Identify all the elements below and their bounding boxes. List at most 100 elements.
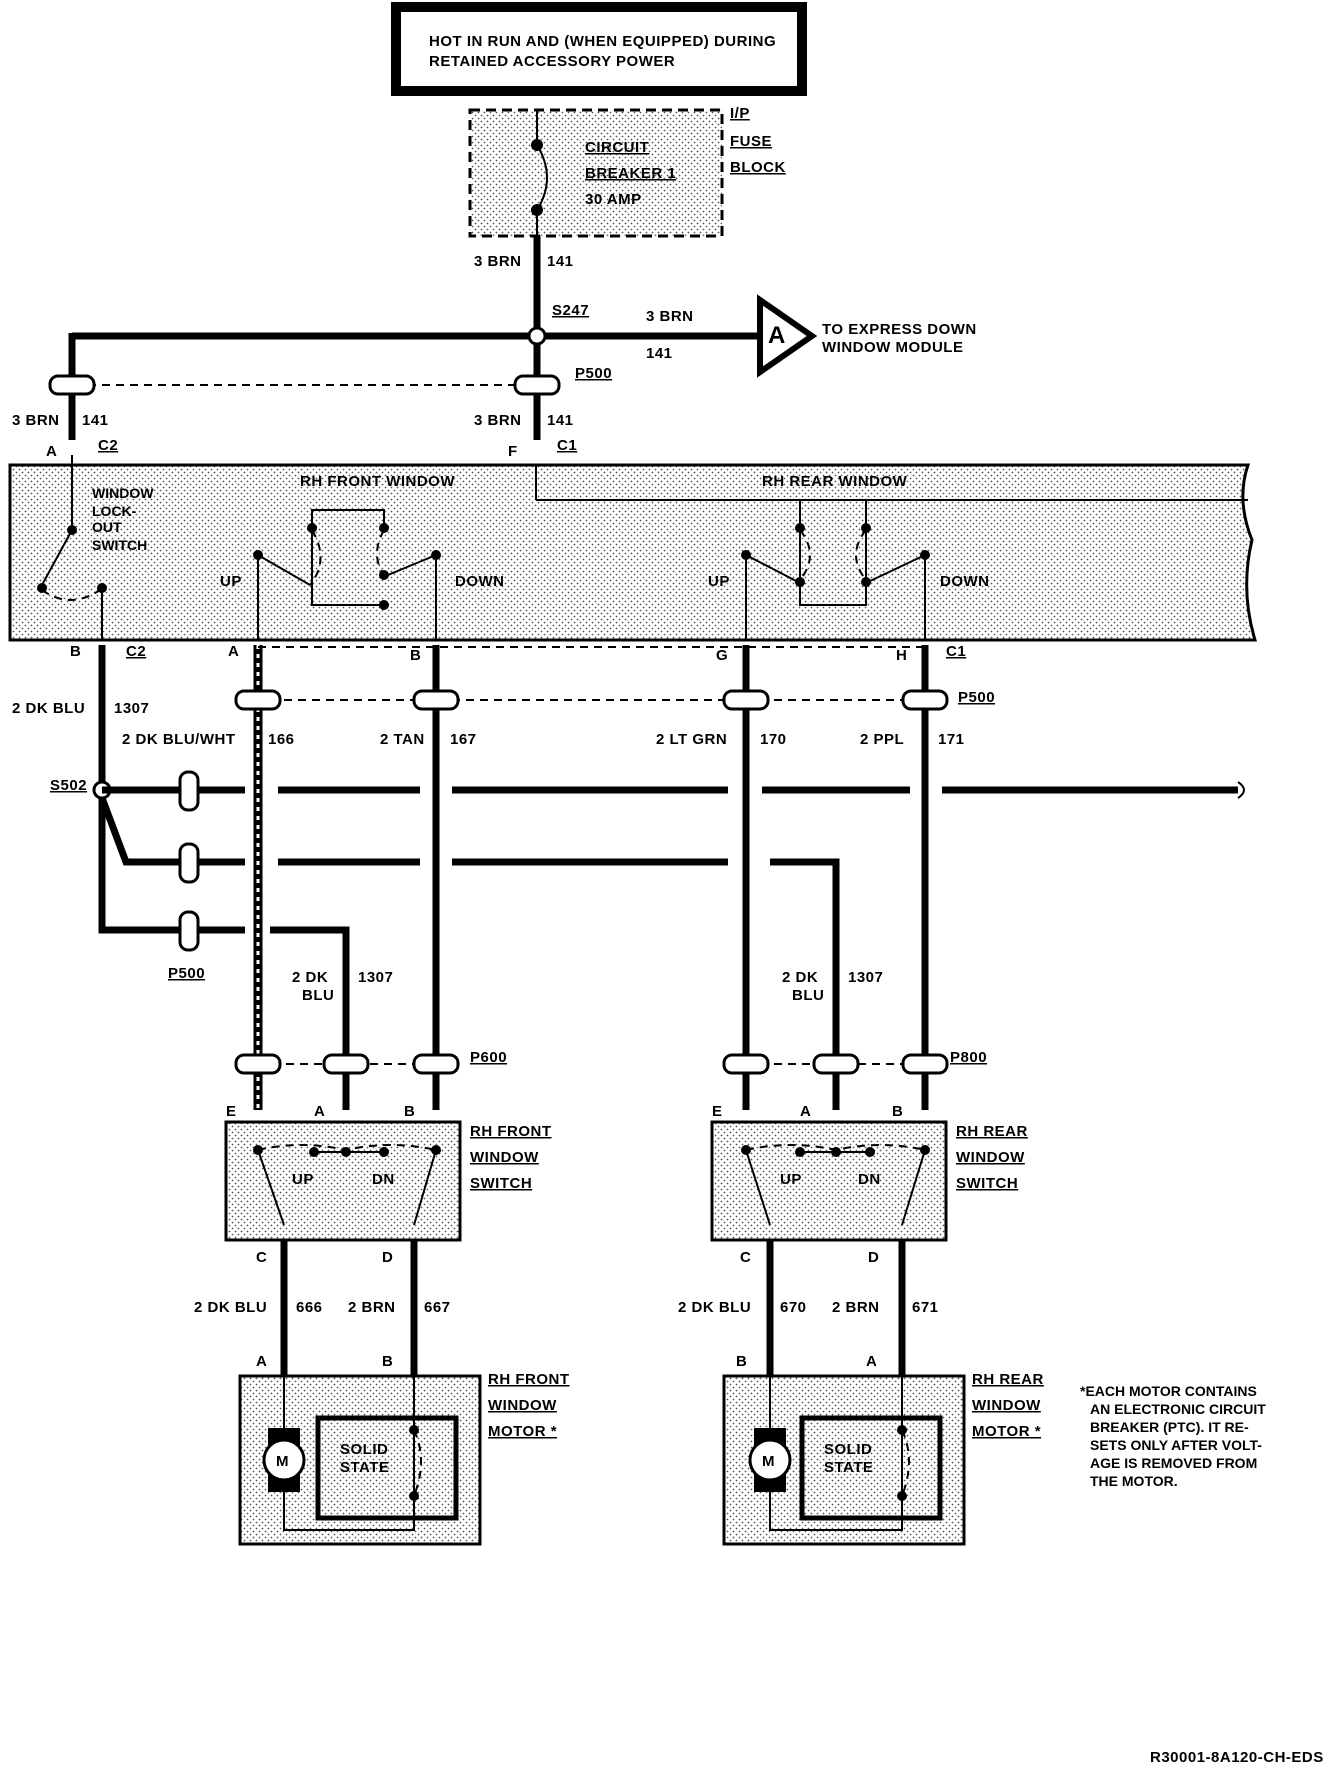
pin-c-front: C	[256, 1249, 267, 1266]
wire-label-1307-rear: 1307	[848, 969, 883, 986]
pin-b-front-motor: B	[382, 1353, 393, 1370]
wire-label-2brn-671: 2 BRN	[832, 1299, 880, 1316]
wire-label-1307-front: 1307	[358, 969, 393, 986]
rear-switch-up: UP	[780, 1171, 802, 1188]
splice-s502-label: S502	[50, 777, 87, 794]
rear-switch-label3: SWITCH	[956, 1175, 1018, 1192]
note-line5: AGE IS REMOVED FROM	[1090, 1455, 1257, 1471]
pin-b-rear: B	[892, 1103, 903, 1120]
wire-label-blu-front: BLU	[302, 987, 334, 1004]
rear-motor-label3: MOTOR *	[972, 1423, 1041, 1440]
connector-p500-top-right	[513, 374, 561, 396]
wire-label-166: 166	[268, 731, 295, 748]
wire-label-3brn-top: 3 BRN	[474, 253, 522, 270]
pin-f-c1: F	[508, 443, 518, 460]
c1-top-label: C1	[557, 437, 577, 454]
note-line1: *EACH MOTOR CONTAINS	[1080, 1383, 1257, 1399]
front-switch-dn: DN	[372, 1171, 395, 1188]
wire-label-2dkblu-1307: 2 DK BLU	[12, 700, 85, 717]
header-line2: RETAINED ACCESSORY POWER	[429, 53, 675, 70]
rear-down-label: DOWN	[940, 573, 990, 590]
c2-top-label: C2	[98, 437, 118, 454]
p800-label: P800	[950, 1049, 987, 1066]
connector-p800-a	[812, 1053, 860, 1075]
wire-label-671: 671	[912, 1299, 939, 1316]
wire-label-141-mid: 141	[547, 412, 574, 429]
express-line2: WINDOW MODULE	[822, 339, 963, 356]
rear-solid1: SOLID	[824, 1441, 872, 1458]
p500-mid-label: P500	[958, 689, 995, 706]
connector-p600-b	[412, 1053, 460, 1075]
wire-label-2dkbluwht: 2 DK BLU/WHT	[122, 731, 236, 748]
front-switch-up: UP	[292, 1171, 314, 1188]
front-motor-m: M	[276, 1453, 289, 1470]
rh-rear-window-label: RH REAR WINDOW	[762, 473, 908, 490]
wire-label-2ppl: 2 PPL	[860, 731, 904, 748]
connector-p800-e	[722, 1053, 770, 1075]
power-header: HOT IN RUN AND (WHEN EQUIPPED) DURING RE…	[391, 2, 807, 96]
front-switch-label2: WINDOW	[470, 1149, 539, 1166]
connector-p600-e	[234, 1053, 282, 1075]
wire-label-2dk-front: 2 DK	[292, 969, 328, 986]
connector-p800-b	[901, 1053, 949, 1075]
wire-label-2dk-rear: 2 DK	[782, 969, 818, 986]
pin-a-front-motor: A	[256, 1353, 267, 1370]
front-solid-state-module	[315, 1415, 459, 1521]
front-motor-label1: RH FRONT	[488, 1371, 570, 1388]
pin-e-rear: E	[712, 1103, 723, 1120]
pin-e-front: E	[226, 1103, 237, 1120]
pin-a-rear: A	[800, 1103, 811, 1120]
rear-motor-label1: RH REAR	[972, 1371, 1044, 1388]
front-up-label: UP	[220, 573, 242, 590]
motor-ptc-note: *EACH MOTOR CONTAINS AN ELECTRONIC CIRCU…	[1080, 1383, 1266, 1489]
wire-label-667: 667	[424, 1299, 451, 1316]
pin-a-c2: A	[46, 443, 57, 460]
wire-label-141-left: 141	[82, 412, 109, 429]
wire-label-670: 670	[780, 1299, 807, 1316]
rear-solid2: STATE	[824, 1459, 873, 1476]
rear-switch-label1: RH REAR	[956, 1123, 1028, 1140]
fuse-circuit-label: CIRCUIT	[585, 139, 649, 156]
note-line3: BREAKER (PTC). IT RE-	[1090, 1419, 1249, 1435]
rh-front-window-switch: UP DN	[224, 1120, 462, 1242]
figure-id: R30001-8A120-CH-EDS	[1150, 1749, 1324, 1766]
wire-label-2ltgrn: 2 LT GRN	[656, 731, 727, 748]
pin-b-c2: B	[70, 643, 81, 660]
wire-label-170: 170	[760, 731, 787, 748]
connector-p600-a	[322, 1053, 370, 1075]
connector-p500-166	[234, 689, 282, 711]
pin-d-rear: D	[868, 1249, 879, 1266]
lockout-label3: OUT	[92, 519, 122, 535]
rh-rear-window-motor: M SOLID STATE	[722, 1374, 966, 1546]
wire-label-2tan: 2 TAN	[380, 731, 425, 748]
wire-label-141-top: 141	[547, 253, 574, 270]
pin-a-c1: A	[228, 643, 239, 660]
rear-motor-label2: WINDOW	[972, 1397, 1041, 1414]
connector-p500-170	[722, 689, 770, 711]
connector-p500-167	[412, 689, 460, 711]
front-solid2: STATE	[340, 1459, 389, 1476]
wire-continuation-break	[1237, 781, 1245, 799]
rh-front-window-motor: M SOLID STATE	[238, 1374, 482, 1546]
connector-p500-171	[901, 689, 949, 711]
pin-a-front: A	[314, 1103, 325, 1120]
header-line1: HOT IN RUN AND (WHEN EQUIPPED) DURING	[429, 33, 776, 50]
pin-b-rear-motor: B	[736, 1353, 747, 1370]
rear-motor-icon	[748, 1438, 792, 1482]
lockout-label4: SWITCH	[92, 537, 147, 553]
driver-window-switch: WINDOW LOCK- OUT SWITCH RH FRONT WINDOW …	[8, 455, 1258, 642]
note-line6: THE MOTOR.	[1090, 1473, 1178, 1489]
splice-s247	[527, 326, 547, 346]
fuse-amps-label: 30 AMP	[585, 191, 642, 208]
front-down-label: DOWN	[455, 573, 505, 590]
wire-label-3brn-left: 3 BRN	[12, 412, 60, 429]
pin-h-c1: H	[896, 647, 907, 664]
pin-b-front: B	[404, 1103, 415, 1120]
wire-label-2brn-667: 2 BRN	[348, 1299, 396, 1316]
front-switch-label3: SWITCH	[470, 1175, 532, 1192]
wire-label-3brn-mid: 3 BRN	[474, 412, 522, 429]
connector-p500-top-left	[48, 374, 96, 396]
p600-label: P600	[470, 1049, 507, 1066]
rear-up-label: UP	[708, 573, 730, 590]
